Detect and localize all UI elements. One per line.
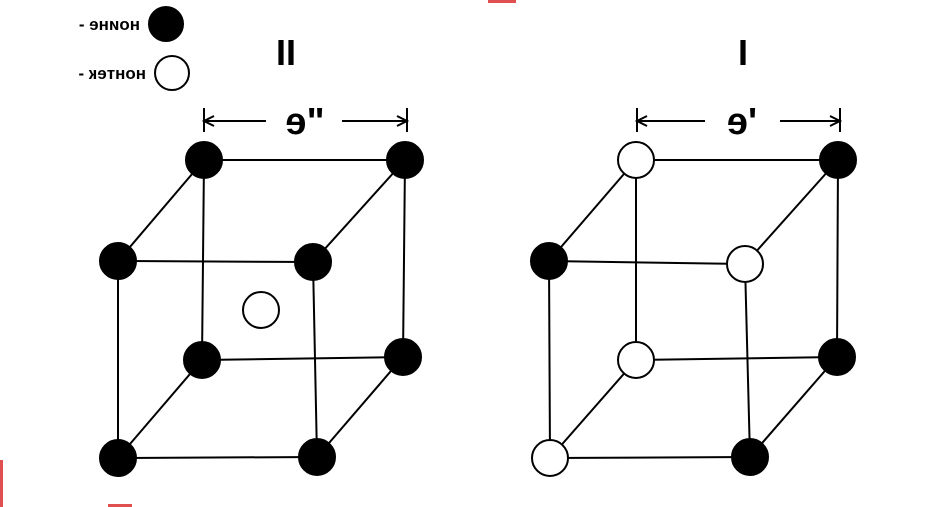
atom-i-back-bottom-right-anion <box>818 338 856 376</box>
atom-ii-front-bottom-left-anion <box>99 439 137 477</box>
atom-i-front-top-left-anion <box>530 242 568 280</box>
atom-i-front-bottom-right-anion <box>731 438 769 476</box>
legend: ноине - нонтек - <box>78 6 190 91</box>
dimension-label-ii: "e <box>285 101 324 143</box>
atom-i-front-top-right-cation <box>726 245 764 283</box>
atom-i-back-top-right-anion <box>819 141 857 179</box>
legend-anion-marker <box>148 6 184 42</box>
cube-structure-i <box>530 141 857 477</box>
atom-ii-center-cation <box>242 291 280 329</box>
atom-ii-front-top-right-anion <box>294 243 332 281</box>
edge-mark-bottom <box>108 504 132 507</box>
legend-cation-label: нонтек - <box>78 64 146 83</box>
atom-i-front-bottom-left-cation <box>531 439 569 477</box>
atom-ii-back-bottom-right-anion <box>384 338 422 376</box>
structure-ii-label: II <box>276 32 296 73</box>
edge-mark-left <box>0 460 3 507</box>
cube-structure-ii <box>99 141 424 477</box>
structure-i-label: I <box>738 32 748 73</box>
atom-ii-front-bottom-right-anion <box>298 438 336 476</box>
dimension-arrow-ii <box>201 108 410 132</box>
legend-cation-marker <box>154 55 190 91</box>
atom-ii-front-top-left-anion <box>99 242 137 280</box>
atom-i-back-bottom-left-cation <box>617 341 655 379</box>
edge-mark-top <box>488 0 516 3</box>
dimension-label-i: 'e <box>727 101 757 143</box>
dimension-arrow-i <box>634 108 843 132</box>
legend-anion-label: ноине - <box>79 15 140 34</box>
atom-ii-back-top-left-anion <box>185 141 223 179</box>
atom-ii-back-top-right-anion <box>386 141 424 179</box>
atom-i-back-top-left-cation <box>617 141 655 179</box>
atom-ii-back-bottom-left-anion <box>183 341 221 379</box>
